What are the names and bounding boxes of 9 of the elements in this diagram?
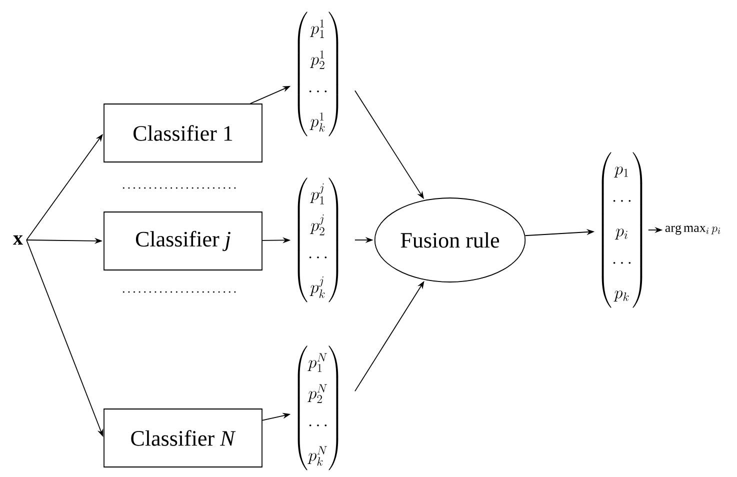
classifier-box: Classifier N bbox=[104, 408, 262, 468]
classifier-box: Classifier 1 bbox=[104, 104, 262, 162]
input-label: x bbox=[13, 235, 23, 245]
probability-vector: $\begin{pmatrix}p_1^N\\p_2^N\\\cdots\\p_k^N\end{pmatrix}$ bbox=[298, 346, 338, 470]
argmax-formula: $\arg\max_i p_i$ bbox=[665, 225, 720, 235]
probability-vector: $\begin{pmatrix}p_1^1\\p_2^1\\\cdots\\p_k^1\end{pmatrix}$ bbox=[298, 12, 338, 136]
probability-vector: $\begin{pmatrix}p_1\\\cdots\\p_i\\\cdots\\p_k\end{pmatrix}$ bbox=[602, 152, 642, 308]
classifier-box: Classifierj bbox=[104, 212, 262, 270]
probability-vector: $\begin{pmatrix}p_1^j\\p_2^j\\\cdots\\p_k^j\end{pmatrix}$ bbox=[298, 178, 338, 302]
